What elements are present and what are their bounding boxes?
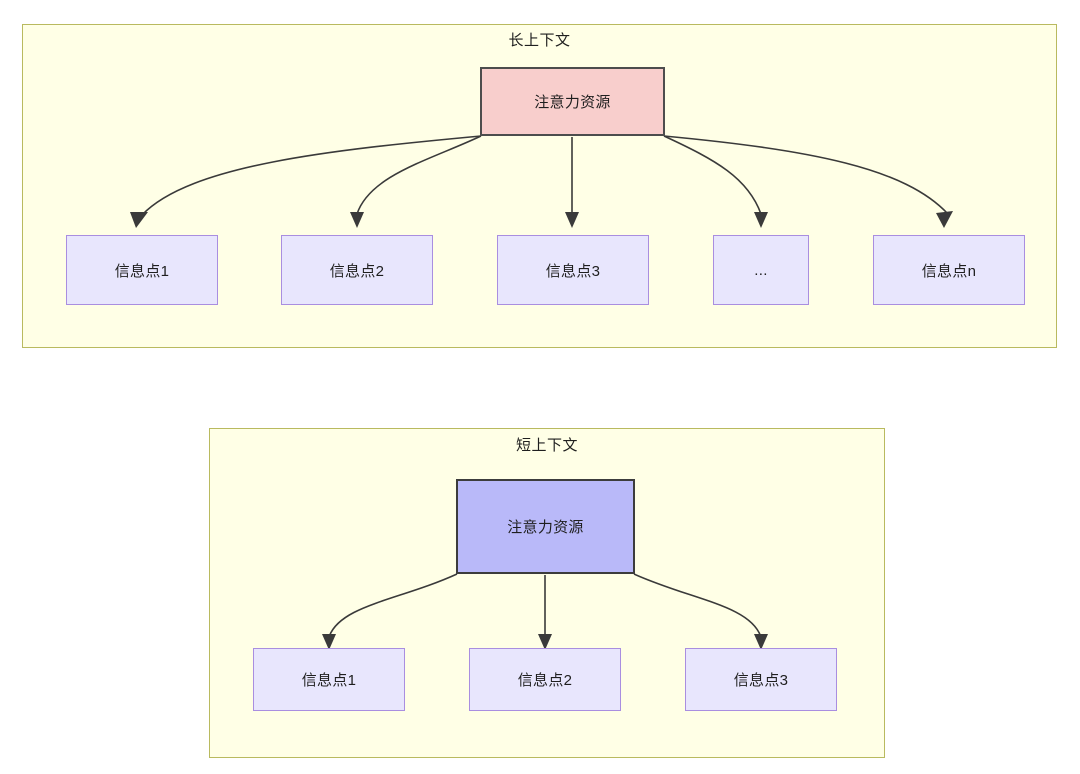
panel-short-context-title: 短上下文 [515,437,578,454]
node-info-point-ellipsis-long[interactable]: ... [713,235,809,305]
node-attention-resource-short[interactable]: 注意力资源 [456,479,635,574]
node-info-point-3-long[interactable]: 信息点3 [497,235,649,305]
node-info-point-n-long[interactable]: 信息点n [873,235,1025,305]
node-info-point-1-short[interactable]: 信息点1 [253,648,405,711]
node-attention-resource-long[interactable]: 注意力资源 [480,67,665,136]
node-info-point-1-long[interactable]: 信息点1 [66,235,218,305]
node-info-point-2-short[interactable]: 信息点2 [469,648,621,711]
node-info-point-3-short[interactable]: 信息点3 [685,648,837,711]
node-info-point-2-long[interactable]: 信息点2 [281,235,433,305]
panel-long-context-title: 长上下文 [508,32,571,49]
